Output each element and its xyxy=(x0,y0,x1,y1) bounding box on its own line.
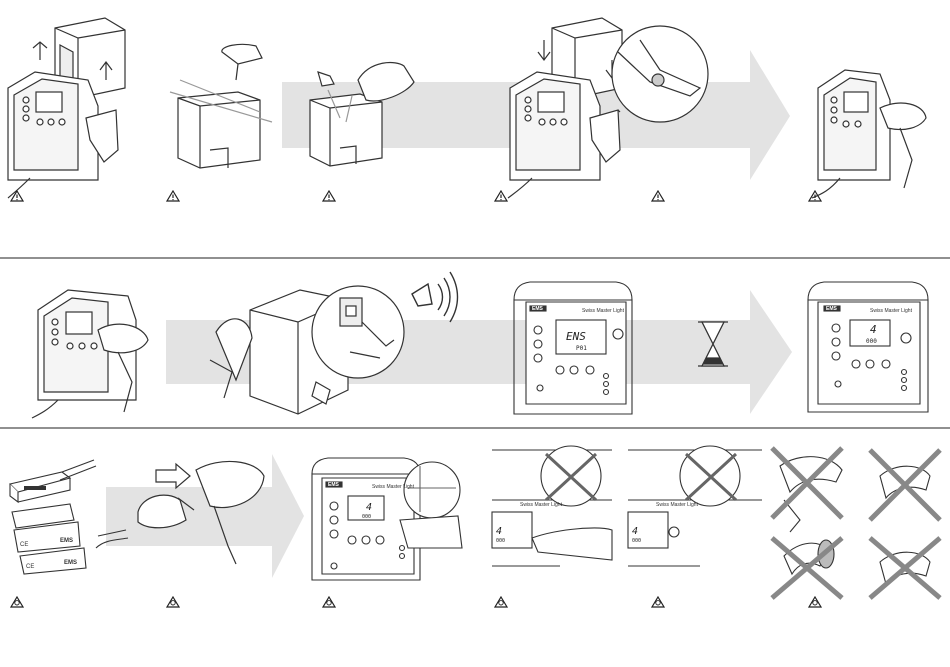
sound-waves-icon xyxy=(412,272,458,322)
warning-icon xyxy=(809,191,821,201)
device-lid-removed xyxy=(8,18,125,198)
packaging-label: EMS xyxy=(60,538,73,544)
attention-icon xyxy=(323,597,335,607)
lcd-sub-text: P01 xyxy=(576,345,587,352)
device-with-handpiece xyxy=(812,70,926,198)
panel-model: Swiss Master Light xyxy=(870,308,913,314)
attention-icon xyxy=(495,597,507,607)
tank-cleaning xyxy=(170,44,272,168)
lcd-main-text: 4 xyxy=(632,526,638,537)
control-panel-boot xyxy=(514,282,632,414)
warning-icon xyxy=(652,191,664,201)
attention-icon xyxy=(809,597,821,607)
lcd-main-text: 4 xyxy=(496,526,502,537)
attention-icon xyxy=(167,597,179,607)
panel-brand: EMS xyxy=(826,306,838,312)
panel-brand: EMS xyxy=(532,306,544,312)
lcd-main-text: ENS xyxy=(566,330,586,343)
warning-icon xyxy=(495,191,507,201)
packaging-label: EMS xyxy=(64,560,77,566)
ce-mark: CE xyxy=(20,542,28,548)
lcd-sub-text: 000 xyxy=(866,338,877,345)
zoom-model-label: Swiss Master Light xyxy=(656,502,699,508)
panel-model: Swiss Master Light xyxy=(372,484,415,490)
attention-icon xyxy=(652,597,664,607)
panel-model: Swiss Master Light xyxy=(582,308,625,314)
device-power-connection xyxy=(210,286,404,414)
warning-icon xyxy=(167,191,179,201)
control-panel-handpiece xyxy=(312,458,462,580)
ce-mark: CE xyxy=(26,564,34,570)
warning-icon xyxy=(323,191,335,201)
prohibited-actions xyxy=(772,448,940,598)
warning-icon xyxy=(11,191,23,201)
lcd-main-text: 4 xyxy=(870,323,877,336)
lcd-sub-text: 000 xyxy=(632,538,641,544)
lcd-sub-text: 000 xyxy=(496,538,505,544)
lcd-main-text: 4 xyxy=(366,502,372,513)
zoom-model-label: Swiss Master Light xyxy=(520,502,563,508)
device-handpiece-attached xyxy=(32,290,148,418)
control-panel-ready xyxy=(808,282,928,412)
panel-brand: EMS xyxy=(328,482,340,488)
attention-icon xyxy=(11,597,23,607)
lcd-sub-text: 000 xyxy=(362,514,371,520)
